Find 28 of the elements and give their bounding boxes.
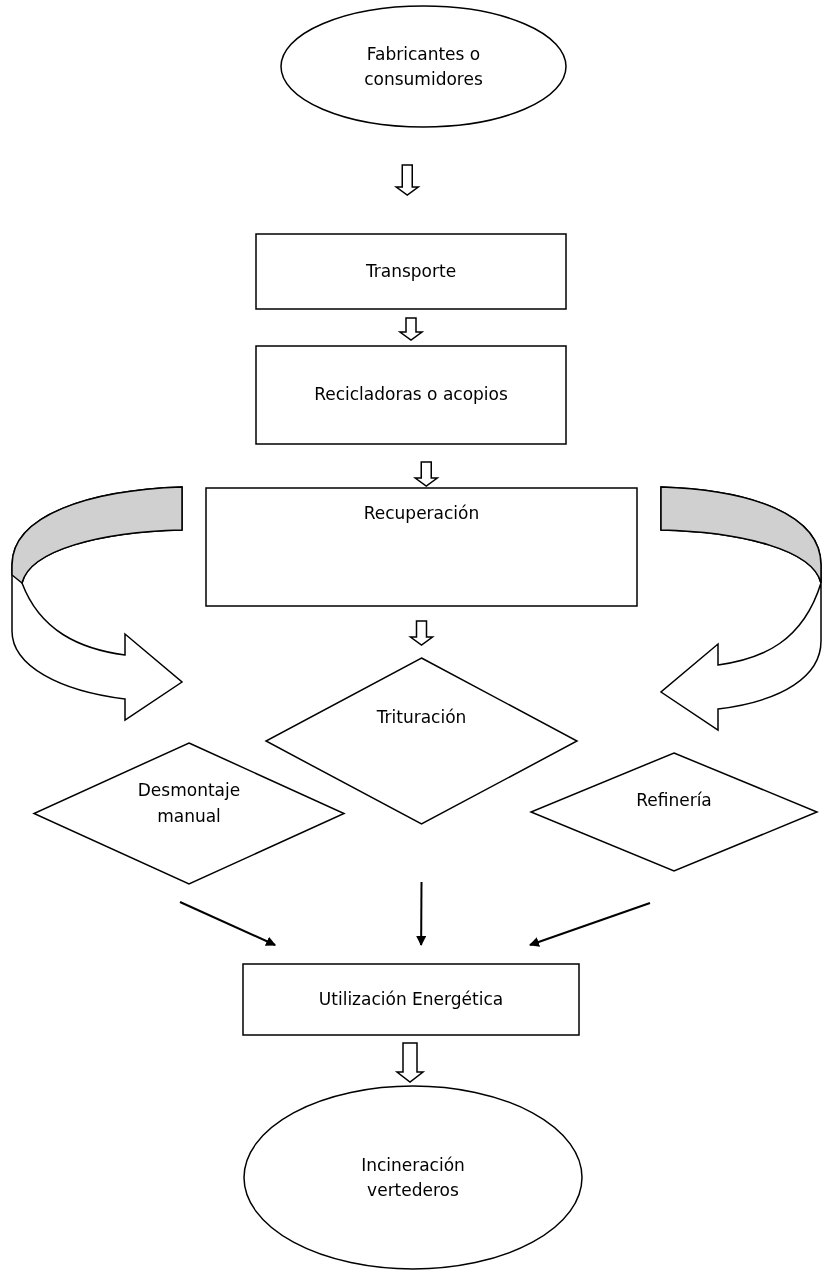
decision-diamond <box>530 752 818 872</box>
node-label: Trituración <box>375 706 468 729</box>
node-label: Utilización Energética <box>317 987 505 1011</box>
terminal-ellipse <box>280 5 567 128</box>
terminal-ellipse <box>243 1085 583 1270</box>
block-arrow <box>397 317 425 341</box>
block-arrow <box>412 461 440 487</box>
decision-diamond <box>265 657 578 825</box>
node-label: Fabricantes o consumidores <box>363 42 484 91</box>
node-label: Incineración vertederos <box>360 1153 466 1202</box>
node-label: Transporte <box>364 259 458 283</box>
arrow <box>529 902 651 947</box>
node-label: Recuperación <box>362 502 481 525</box>
arrow <box>179 901 277 946</box>
process-box <box>205 487 638 607</box>
curved-block-arrow <box>11 486 183 721</box>
decision-diamond <box>33 742 345 885</box>
node-label: Recicladoras o acopios <box>313 383 509 407</box>
process-box <box>255 345 567 445</box>
block-arrow <box>394 1042 426 1083</box>
block-arrow <box>393 164 421 196</box>
block-arrow <box>408 620 435 646</box>
process-box <box>242 963 580 1036</box>
node-label: Refinería <box>635 789 713 812</box>
process-box <box>255 233 567 310</box>
node-label: Desmontaje manual <box>136 779 242 828</box>
curved-block-arrow <box>660 486 822 731</box>
arrow <box>416 881 427 946</box>
